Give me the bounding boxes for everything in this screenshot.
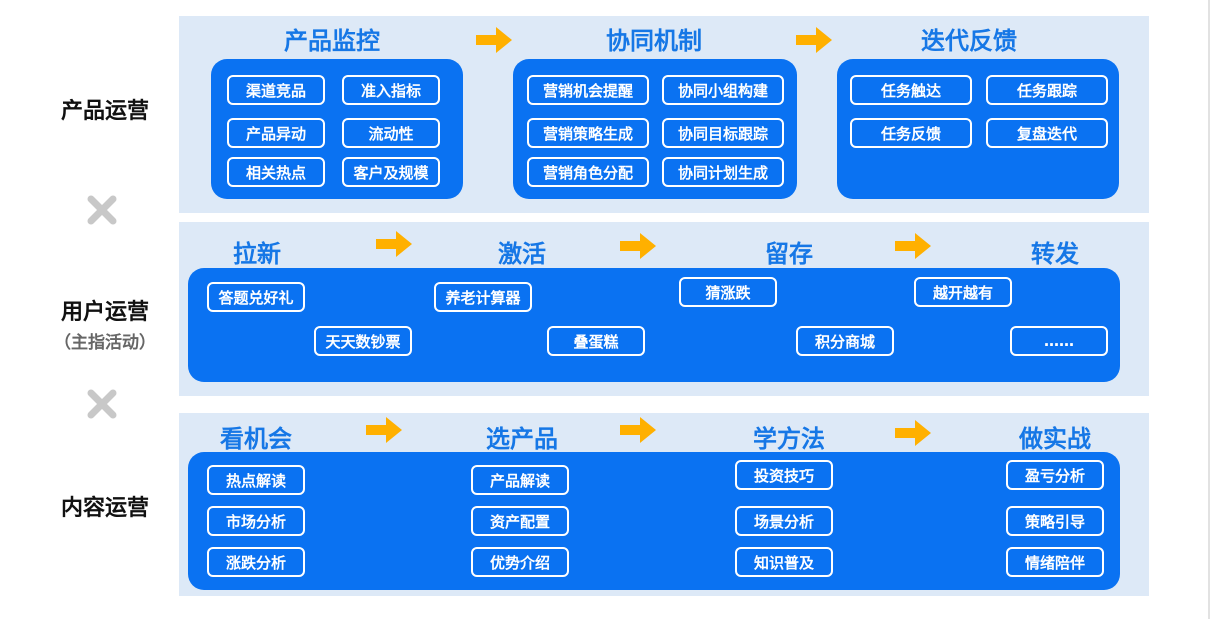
stage-title-choose-product: 选产品	[486, 425, 558, 453]
chip-profit-loss-analysis[interactable]: 盈亏分析	[1006, 460, 1104, 490]
chip-open-more[interactable]: 越开越有	[914, 277, 1012, 307]
chip-team-build[interactable]: 协同小组构建	[662, 75, 784, 105]
chip-rise-fall-analysis[interactable]: 涨跌分析	[207, 547, 305, 577]
chip-task-tracking[interactable]: 任务跟踪	[986, 75, 1108, 105]
chip-knowledge[interactable]: 知识普及	[735, 547, 833, 577]
chip-guess-rise-fall[interactable]: 猜涨跌	[679, 277, 777, 307]
arrow-right-icon	[796, 27, 832, 53]
chip-access-index[interactable]: 准入指标	[342, 75, 440, 105]
chip-hotspot-interpretation[interactable]: 热点解读	[207, 465, 305, 495]
chip-investment-skills[interactable]: 投资技巧	[735, 460, 833, 490]
chip-strategy-guidance[interactable]: 策略引导	[1006, 506, 1104, 536]
chip-related-hotspot[interactable]: 相关热点	[227, 157, 325, 187]
chip-more[interactable]: ……	[1010, 326, 1108, 356]
iteration-feedback-panel	[837, 59, 1119, 199]
chip-role-assignment[interactable]: 营销角色分配	[527, 157, 649, 187]
chip-scenario-analysis[interactable]: 场景分析	[735, 506, 833, 536]
stage-title-activate: 激活	[498, 240, 546, 268]
arrow-right-icon	[476, 27, 512, 53]
chip-stack-cake[interactable]: 叠蛋糕	[547, 326, 645, 356]
chip-emotional-companion[interactable]: 情绪陪伴	[1006, 547, 1104, 577]
chip-asset-allocation[interactable]: 资产配置	[471, 506, 569, 536]
stage-title-retain: 留存	[765, 240, 813, 268]
chip-review-iteration[interactable]: 复盘迭代	[986, 118, 1108, 148]
row-label-user-text: 用户运营	[60, 300, 149, 325]
chip-advantage-intro[interactable]: 优势介绍	[471, 547, 569, 577]
stage-title-acquire: 拉新	[233, 240, 281, 268]
chip-task-reach[interactable]: 任务触达	[850, 75, 972, 105]
stage-title-product-monitor: 产品监控	[284, 27, 380, 55]
chip-product-anomaly[interactable]: 产品异动	[227, 118, 325, 148]
chip-liquidity[interactable]: 流动性	[342, 118, 440, 148]
arrow-right-icon	[895, 233, 931, 259]
chip-channel-competitor[interactable]: 渠道竞品	[227, 75, 325, 105]
chip-plan-generation[interactable]: 协同计划生成	[662, 157, 784, 187]
arrow-right-icon	[376, 231, 412, 257]
chip-target-tracking[interactable]: 协同目标跟踪	[662, 118, 784, 148]
stage-title-collaboration: 协同机制	[606, 27, 702, 55]
row-label-user-sub: （主指活动）	[54, 333, 156, 353]
arrow-right-icon	[895, 420, 931, 446]
chip-pension-calculator[interactable]: 养老计算器	[434, 282, 532, 312]
row-label-product: 产品运营	[30, 93, 180, 125]
arrow-right-icon	[620, 233, 656, 259]
stage-title-see-opportunity: 看机会	[220, 425, 292, 453]
stage-title-share: 转发	[1031, 240, 1079, 268]
user-activity-panel	[188, 268, 1120, 382]
stage-title-iteration-feedback: 迭代反馈	[921, 27, 1017, 55]
multiply-icon	[87, 195, 117, 225]
chip-points-mall[interactable]: 积分商城	[796, 326, 894, 356]
chip-marketing-opportunity[interactable]: 营销机会提醒	[527, 75, 649, 105]
multiply-icon	[87, 389, 117, 419]
product-monitor-panel	[211, 59, 463, 199]
row-label-content: 内容运营	[30, 490, 180, 522]
arrow-right-icon	[366, 417, 402, 443]
chip-quiz-gift[interactable]: 答题兑好礼	[207, 282, 305, 312]
chip-task-feedback[interactable]: 任务反馈	[850, 118, 972, 148]
row-label-user: 用户运营 （主指活动）	[30, 294, 180, 353]
arrow-right-icon	[620, 417, 656, 443]
collaboration-panel	[513, 59, 797, 199]
stage-title-practice: 做实战	[1019, 425, 1091, 453]
right-border-line	[1208, 0, 1210, 619]
chip-customer-scale[interactable]: 客户及规模	[342, 157, 440, 187]
stage-title-learn-method: 学方法	[753, 425, 825, 453]
chip-market-analysis[interactable]: 市场分析	[207, 506, 305, 536]
row-label-product-text: 产品运营	[60, 99, 149, 124]
chip-marketing-strategy[interactable]: 营销策略生成	[527, 118, 649, 148]
row-label-content-text: 内容运营	[60, 496, 149, 521]
chip-product-interpretation[interactable]: 产品解读	[471, 465, 569, 495]
chip-count-money[interactable]: 天天数钞票	[314, 326, 412, 356]
content-panel	[188, 452, 1120, 590]
